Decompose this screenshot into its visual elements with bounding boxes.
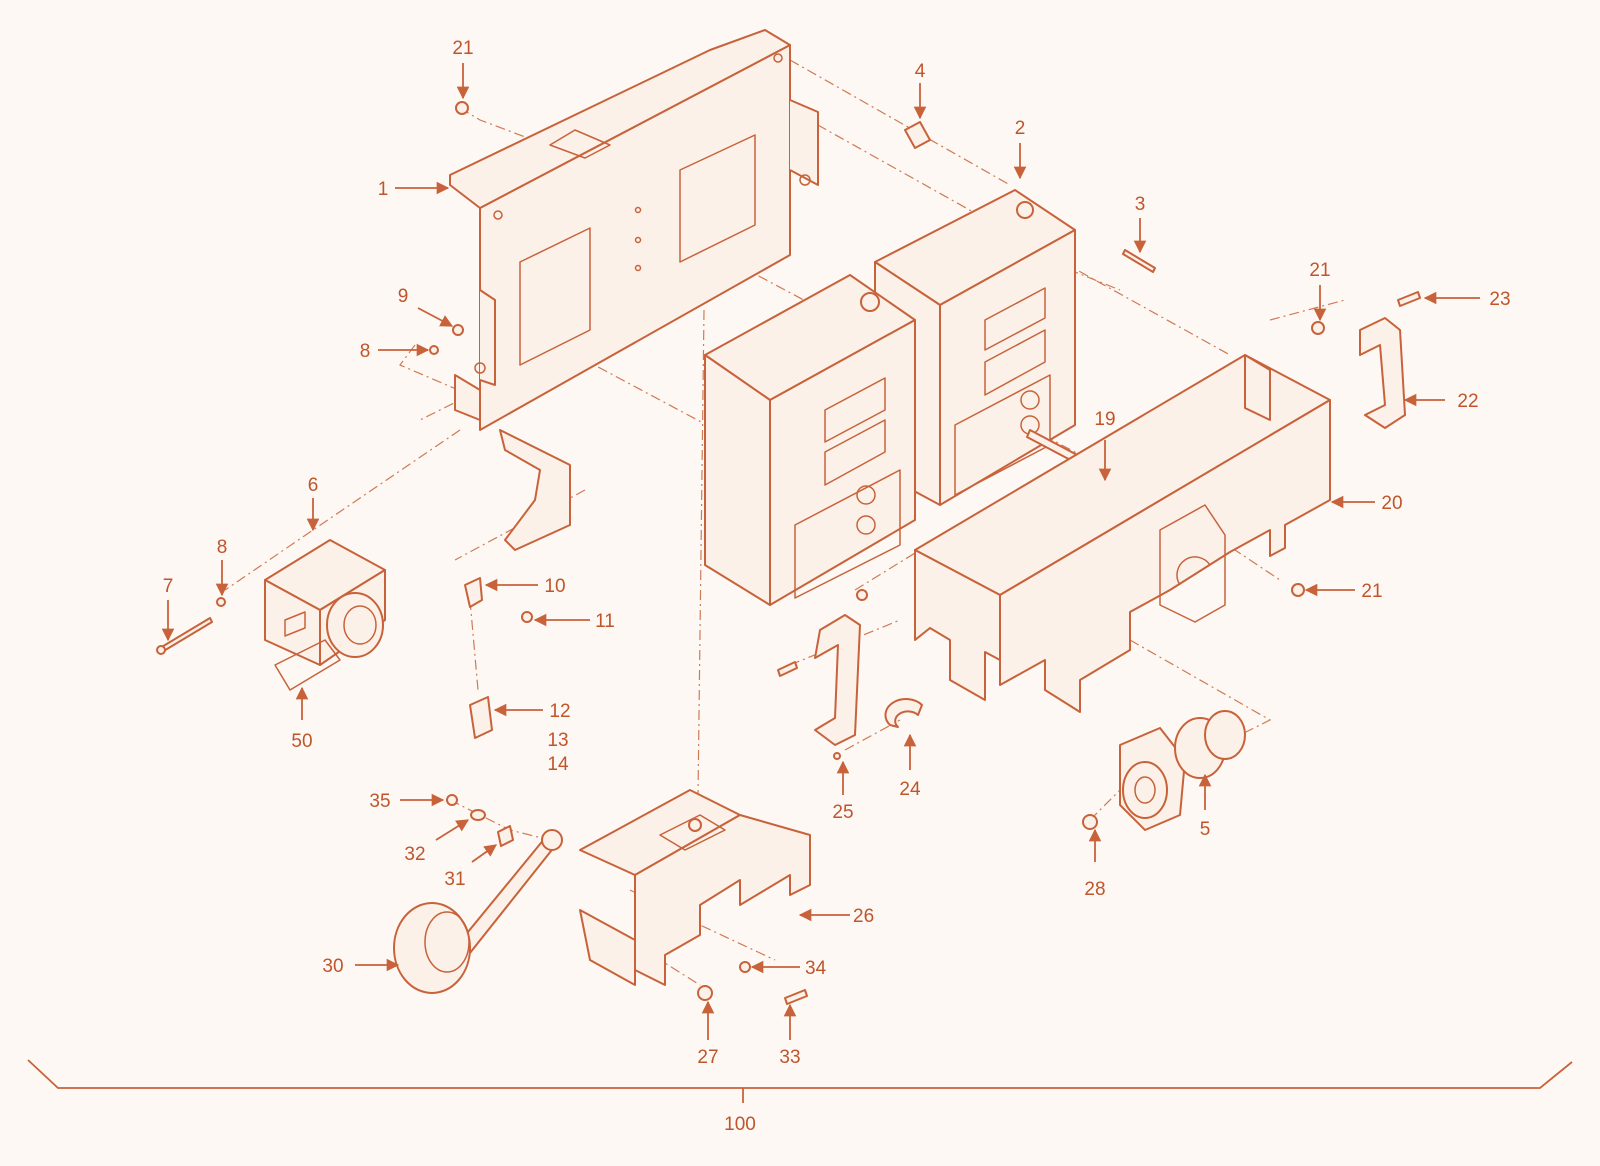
base-frame <box>914 354 1331 713</box>
bolt-7 <box>156 617 213 655</box>
handle-right <box>1359 317 1406 429</box>
callout-2: 2 <box>1015 118 1026 139</box>
callout-23: 23 <box>1489 289 1510 310</box>
callout-30: 30 <box>322 956 343 977</box>
callout-4: 4 <box>915 61 926 82</box>
lower-bracket <box>579 789 811 986</box>
callout-10: 10 <box>544 576 565 597</box>
callout-50: 50 <box>291 731 312 752</box>
callout-21-top: 21 <box>452 38 473 59</box>
control-box-front <box>704 274 916 606</box>
callout-20: 20 <box>1381 493 1402 514</box>
callout-11: 11 <box>595 611 615 632</box>
callout-24: 24 <box>899 779 921 800</box>
callout-13: 13 <box>547 730 568 751</box>
callout-19: 19 <box>1094 409 1115 430</box>
clamp <box>884 698 923 728</box>
callout-3: 3 <box>1135 194 1146 215</box>
callout-14: 14 <box>547 754 569 775</box>
callout-7: 7 <box>163 576 174 597</box>
callout-1: 1 <box>378 179 389 200</box>
handle-front <box>814 614 861 746</box>
cap-wrench <box>393 829 563 994</box>
callout-100: 100 <box>724 1114 756 1135</box>
callout-9: 9 <box>398 286 409 307</box>
callout-5: 5 <box>1200 819 1211 840</box>
callout-22: 22 <box>1457 391 1478 412</box>
callout-12: 12 <box>549 701 570 722</box>
callout-21-right-bottom: 21 <box>1361 581 1382 602</box>
callout-6: 6 <box>308 475 319 496</box>
callout-35: 35 <box>369 791 390 812</box>
callout-31: 31 <box>444 869 465 890</box>
callout-26: 26 <box>853 906 874 927</box>
terminal-12 <box>469 696 493 739</box>
bracket-10 <box>464 577 483 608</box>
callout-28: 28 <box>1084 879 1105 900</box>
callout-labels: 21 1 4 2 3 9 8 6 8 7 10 11 12 13 14 50 1… <box>163 38 1511 1135</box>
callout-21-right-top: 21 <box>1309 260 1330 281</box>
callout-32: 32 <box>404 844 425 865</box>
callout-8-lower: 8 <box>217 537 228 558</box>
connector-plug <box>1119 710 1246 831</box>
callout-8-upper: 8 <box>360 341 371 362</box>
callout-33: 33 <box>779 1047 800 1068</box>
callout-27: 27 <box>697 1047 718 1068</box>
receptacle-box <box>264 539 386 691</box>
mounting-plate <box>449 29 819 551</box>
callout-25: 25 <box>832 802 853 823</box>
assembly-brace <box>27 1059 1573 1103</box>
callout-34: 34 <box>805 958 827 979</box>
leader-arrows <box>161 63 1480 1040</box>
